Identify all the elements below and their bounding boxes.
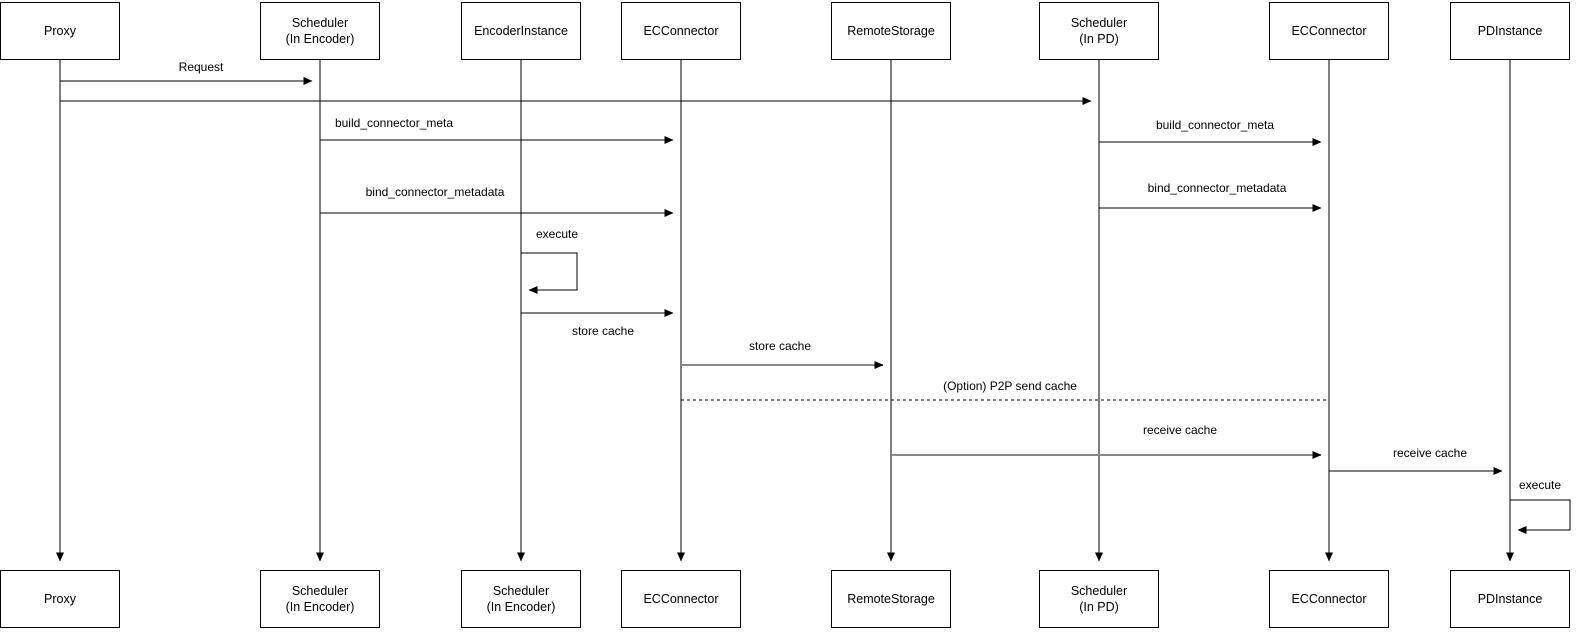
message-label-build-connector-meta-right: build_connector_meta	[1155, 118, 1275, 132]
message-label-build-connector-meta-left: build_connector_meta	[334, 116, 454, 130]
self-loop-execute-pd	[1510, 499, 1571, 534]
message-label-bind-connector-metadata-right: bind_connector_metadata	[1147, 181, 1287, 195]
participant-scheduler-encoder2-bottom: Scheduler (In Encoder)	[461, 570, 581, 628]
message-label-store-cache-left: store cache	[571, 324, 635, 338]
message-label-store-cache-right: store cache	[748, 339, 812, 353]
participant-proxy-top: Proxy	[0, 2, 120, 60]
message-label-receive-cache-left: receive cache	[1142, 423, 1218, 437]
message-label-execute-pd: execute	[1518, 478, 1562, 492]
participant-ecconnector2-top: ECConnector	[1269, 2, 1389, 60]
message-label-p2p-send-cache: (Option) P2P send cache	[943, 379, 1077, 393]
participant-ecconnector-bottom: ECConnector	[621, 570, 741, 628]
self-loop-execute-encoder	[521, 252, 578, 294]
message-label-request: Request	[178, 60, 224, 74]
participant-pdinstance-top: PDInstance	[1450, 2, 1570, 60]
participant-scheduler-encoder-bottom: Scheduler (In Encoder)	[260, 570, 380, 628]
participant-proxy-bottom: Proxy	[0, 570, 120, 628]
participant-encoderinstance-top: EncoderInstance	[461, 2, 581, 60]
message-label-execute-encoder: execute	[535, 227, 579, 241]
participant-ecconnector2-bottom: ECConnector	[1269, 570, 1389, 628]
participant-scheduler-pd-bottom: Scheduler (In PD)	[1039, 570, 1159, 628]
participant-remotestorage-top: RemoteStorage	[831, 2, 951, 60]
participant-remotestorage-bottom: RemoteStorage	[831, 570, 951, 628]
message-label-bind-connector-metadata-left: bind_connector_metadata	[365, 185, 505, 199]
participant-scheduler-pd-top: Scheduler (In PD)	[1039, 2, 1159, 60]
participant-scheduler-encoder-top: Scheduler (In Encoder)	[260, 2, 380, 60]
participant-pdinstance-bottom: PDInstance	[1450, 570, 1570, 628]
participant-ecconnector-top: ECConnector	[621, 2, 741, 60]
message-label-receive-cache-right: receive cache	[1392, 446, 1468, 460]
